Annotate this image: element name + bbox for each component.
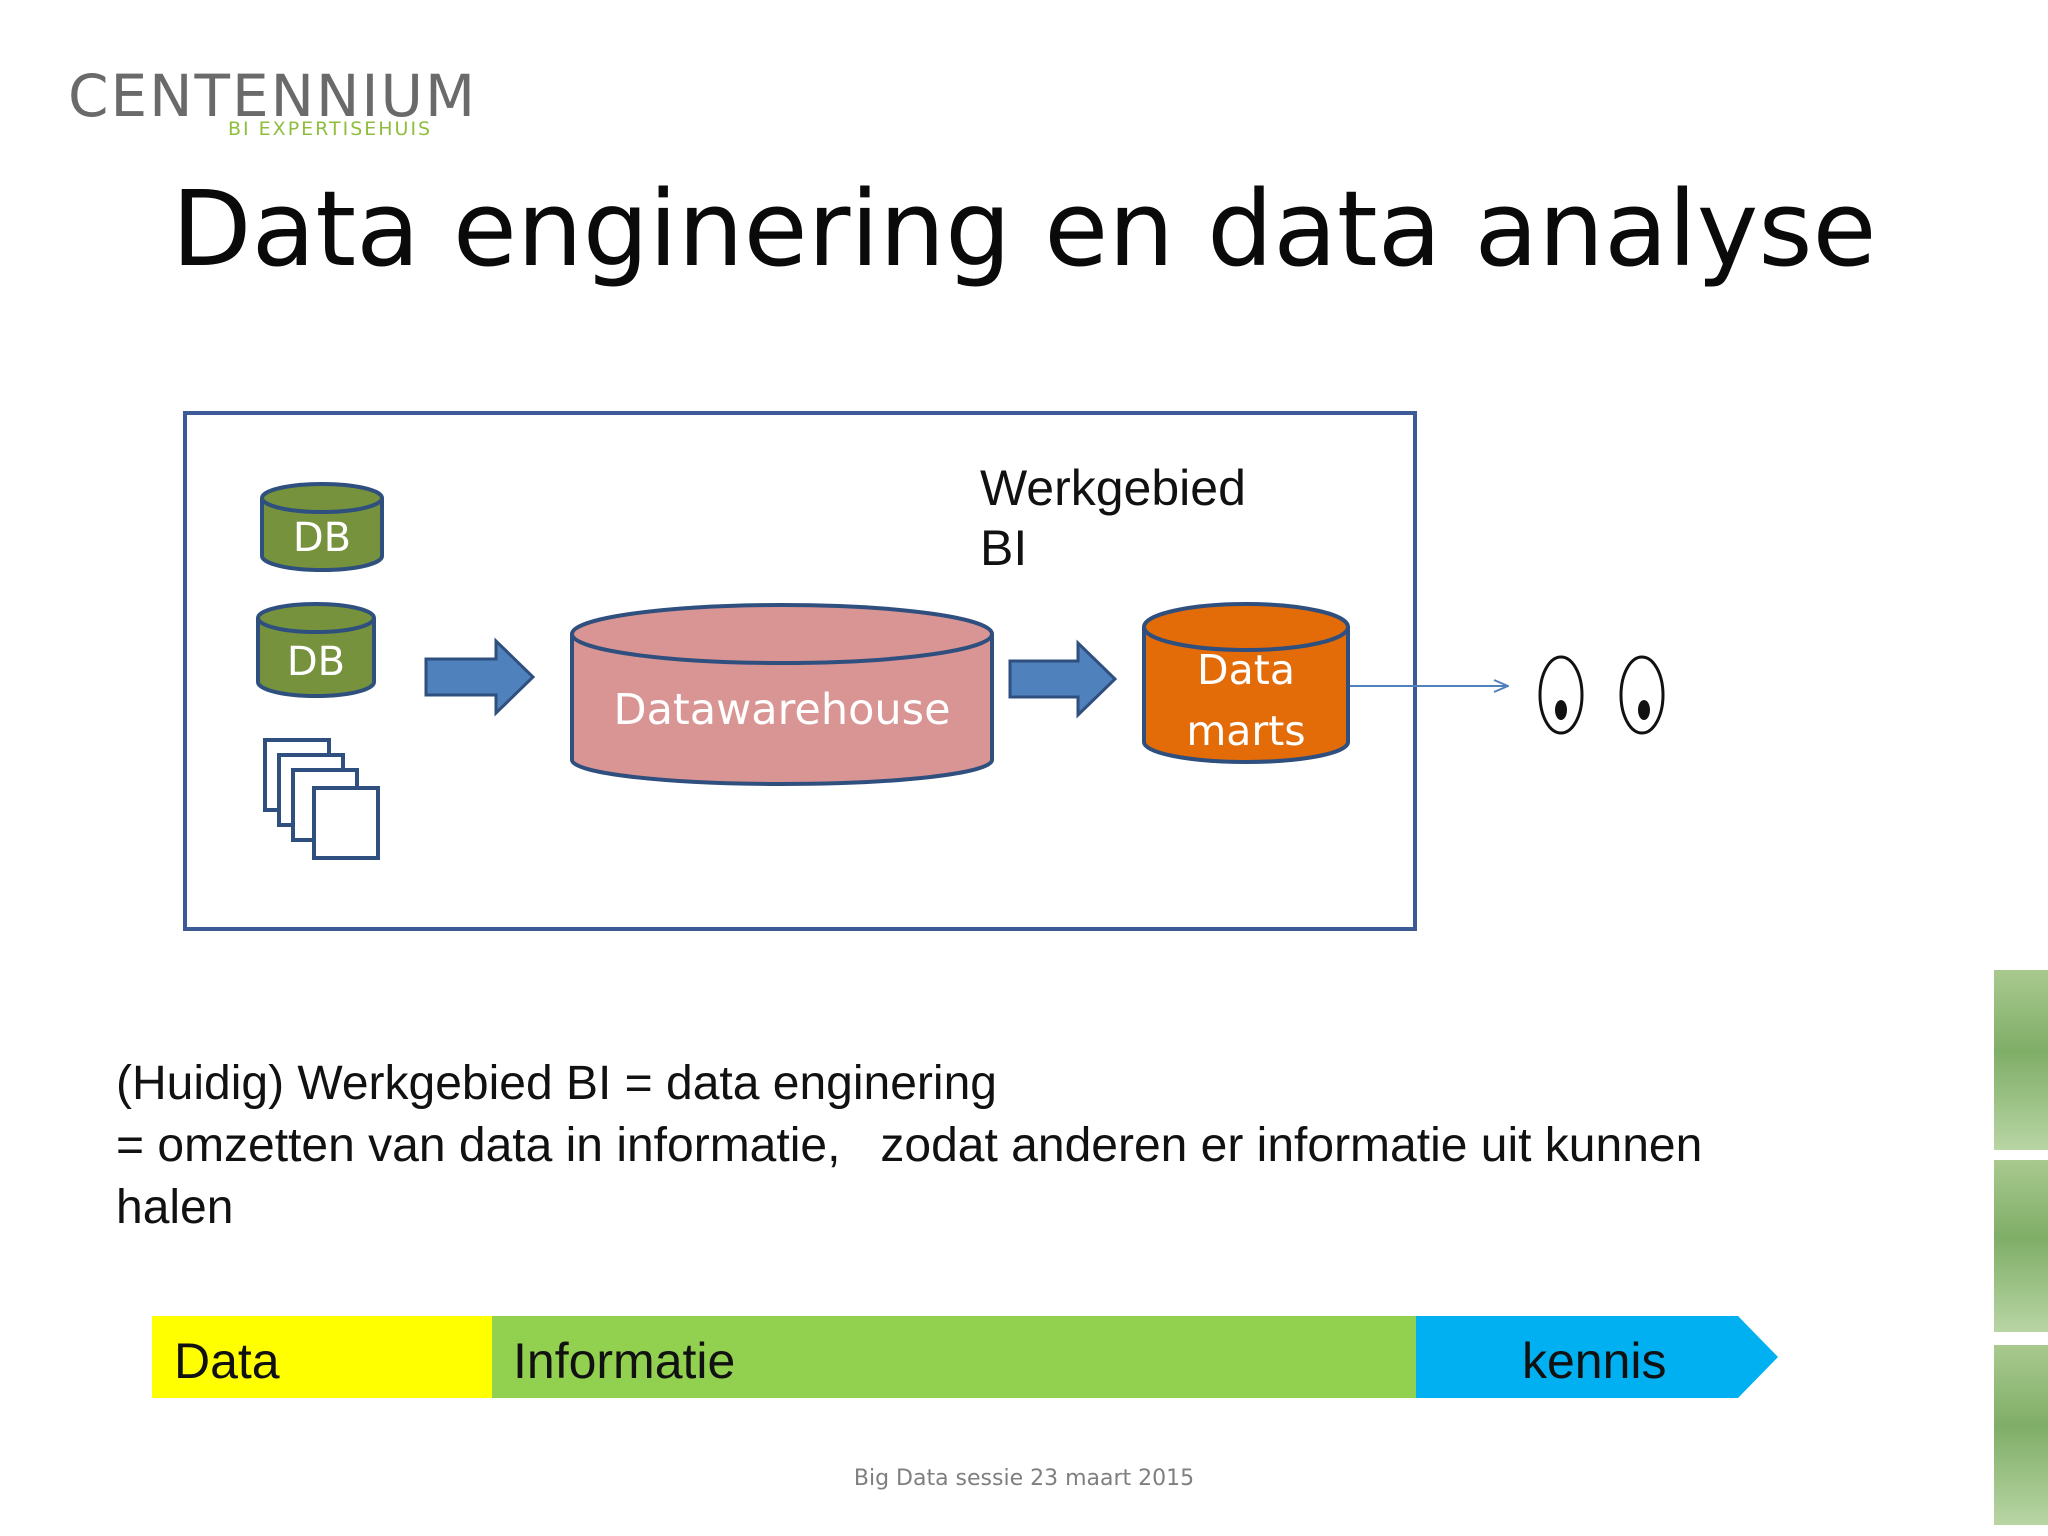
logo-tagline: BI EXPERTISEHUIS (228, 118, 433, 140)
datawarehouse-label: Datawarehouse (613, 685, 950, 735)
workarea-label: Werkgebied BI (980, 458, 1246, 578)
eyes-icon (1538, 655, 1665, 735)
bar-informatie (492, 1316, 1416, 1398)
bar-kennis (1416, 1316, 1778, 1398)
source-db-1-label: DB (293, 515, 351, 561)
bar-data (152, 1316, 492, 1398)
source-db-2 (256, 602, 376, 698)
bar-kennis-label: kennis (1522, 1333, 1667, 1389)
side-decoration-1 (1994, 970, 2048, 1150)
explanation-text: (Huidig) Werkgebied BI = data enginering… (116, 1053, 1702, 1239)
side-decoration-2 (1994, 1160, 2048, 1332)
explanation-line-2: = omzetten van data in informatie, zodat… (116, 1119, 1703, 1172)
arrow-warehouse-to-datamarts (1008, 639, 1118, 719)
workarea-label-line1: Werkgebied (980, 460, 1246, 516)
datawarehouse-cylinder (570, 603, 994, 786)
explanation-line-1: (Huidig) Werkgebied BI = data enginering (116, 1057, 997, 1110)
datamarts-cylinder (1142, 602, 1350, 764)
source-db-1 (260, 482, 384, 572)
source-db-2-label: DB (287, 639, 345, 685)
datamarts-label-line1: Data (1197, 646, 1295, 694)
explanation-line-3: halen (116, 1181, 234, 1234)
workarea-label-line2: BI (980, 520, 1028, 576)
arrow-sources-to-warehouse (424, 637, 536, 717)
datamarts-label-line2: marts (1186, 707, 1305, 755)
slide-title: Data enginering en data analyse (171, 168, 1877, 290)
bar-data-label: Data (174, 1333, 280, 1389)
side-decoration-3 (1994, 1345, 2048, 1525)
documents-icon (263, 738, 380, 860)
workarea-frame (183, 411, 1417, 931)
footer-text: Big Data sessie 23 maart 2015 (853, 1466, 1195, 1491)
logo-wordmark: CENTENNIUM (68, 62, 477, 130)
bar-informatie-label: Informatie (513, 1333, 736, 1389)
